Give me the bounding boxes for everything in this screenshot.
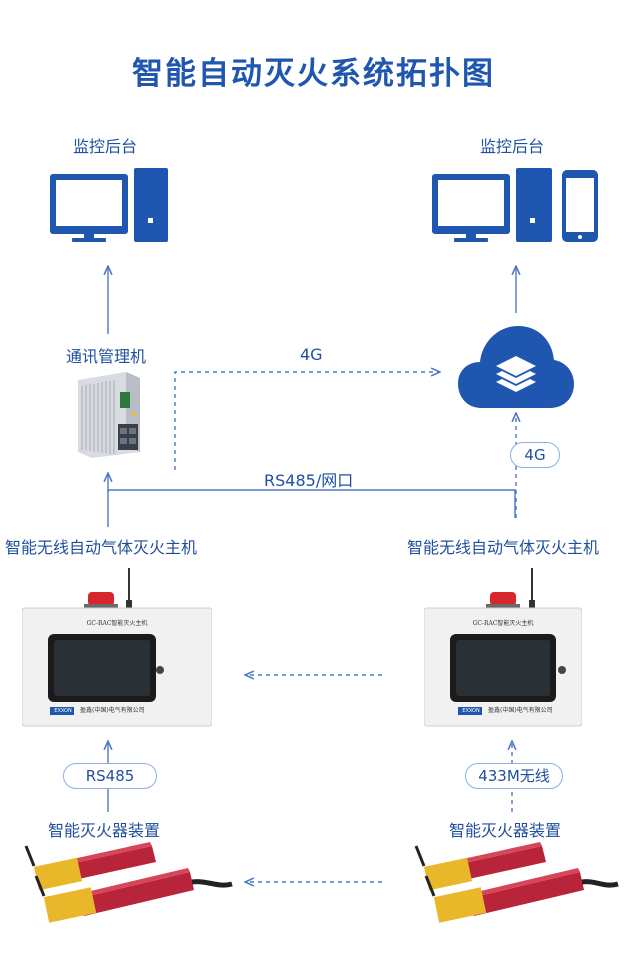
right-host-device: GC-RAC智能灭火主机 EXXON 盈鑫(中国)电气有限公司 [424, 568, 582, 728]
right-backend-label: 监控后台 [480, 137, 545, 156]
link-4g-label: 4G [300, 345, 323, 364]
left-host-brand: 盈鑫(中国)电气有限公司 [80, 707, 145, 714]
right-host-panel-title: GC-RAC智能灭火主机 [472, 620, 534, 627]
router-device-icon [78, 372, 140, 458]
extinguisher-device-1 [24, 842, 156, 891]
right-extinguisher-devices [414, 842, 619, 923]
page-title: 智能自动灭火系统拓扑图 [132, 56, 495, 92]
alarm-light-icon [490, 592, 516, 606]
tower-pc-icon [516, 168, 552, 242]
extinguisher-device-2 [424, 868, 619, 923]
bus-line [107, 489, 516, 527]
left-host-device: GC-RAC智能灭火主机 EXXON 盈鑫(中国)电气有限公司 [22, 568, 212, 728]
extinguisher-device-1 [414, 842, 546, 891]
right-host-brand: 盈鑫(中国)电气有限公司 [488, 707, 553, 714]
left-host-label: 智能无线自动气体灭火主机 [5, 538, 198, 557]
smartphone-icon [562, 170, 598, 242]
desktop-monitor-icon [50, 174, 128, 242]
left-devices-label: 智能灭火器装置 [48, 821, 161, 840]
link-433m-pill: 433M无线 [465, 763, 563, 789]
desktop-monitor-icon [432, 174, 510, 242]
bus-label: RS485/网口 [264, 471, 354, 490]
cloud-layers-icon [458, 326, 574, 408]
dashed-4g-link [174, 372, 440, 470]
right-devices-label: 智能灭火器装置 [449, 821, 562, 840]
left-host-badge: EXXON [54, 708, 72, 714]
left-backend-computer [50, 168, 168, 242]
right-backend-computer [432, 168, 598, 242]
tower-pc-icon [134, 168, 168, 242]
link-4g-pill: 4G [510, 442, 560, 468]
comm-manager-label: 通讯管理机 [66, 347, 147, 366]
right-host-label: 智能无线自动气体灭火主机 [407, 538, 600, 557]
left-host-panel-title: GC-RAC智能灭火主机 [86, 620, 148, 627]
extinguisher-device-2 [34, 868, 233, 923]
left-extinguisher-devices [24, 842, 233, 923]
alarm-light-icon [88, 592, 114, 606]
link-rs485-pill: RS485 [63, 763, 157, 789]
right-host-badge: EXXON [462, 708, 480, 714]
left-backend-label: 监控后台 [73, 137, 138, 156]
